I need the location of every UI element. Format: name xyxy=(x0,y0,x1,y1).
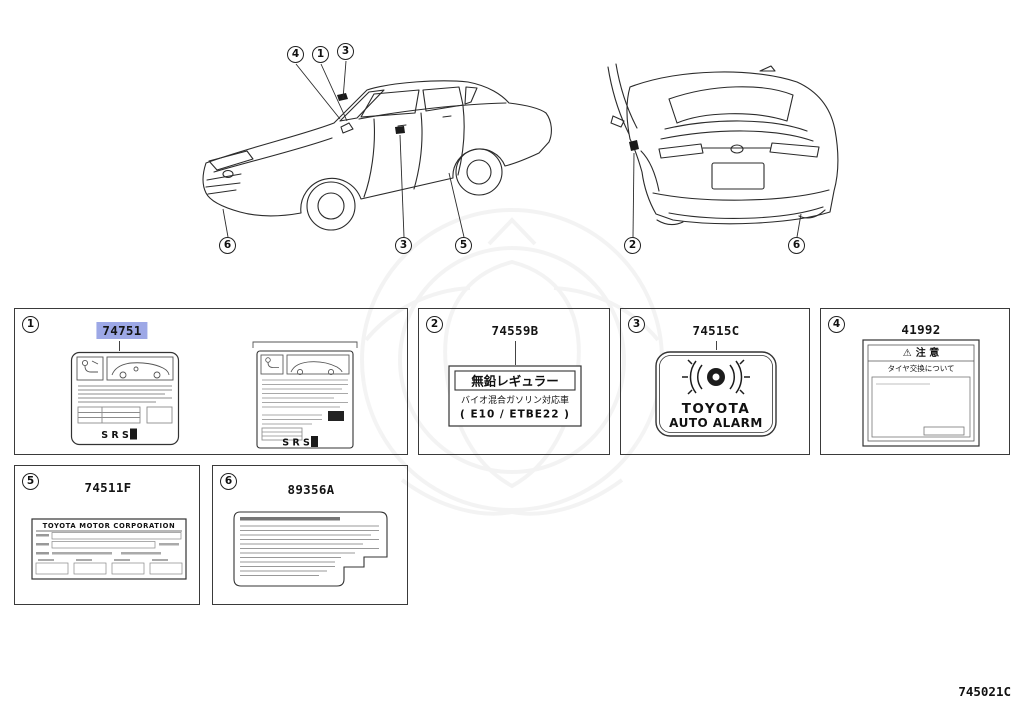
fine-print-lines xyxy=(240,525,379,576)
callout-leader-lines xyxy=(222,60,802,238)
panel-5-callout-badge: 5 xyxy=(22,473,39,490)
warning-icon: ⚠ xyxy=(903,348,912,359)
airbag-pictograms xyxy=(260,354,350,376)
part-number-leader-line xyxy=(119,341,121,351)
airbag-symbol-icon xyxy=(311,436,318,447)
panel-1: 1 74751 S R S xyxy=(14,308,408,455)
srs-text: S R S xyxy=(101,430,129,441)
black-field xyxy=(328,411,344,421)
panel-1-callout-badge: 1 xyxy=(22,316,39,333)
panel-4-callout-badge: 4 xyxy=(828,316,845,333)
part-number-74559B[interactable]: 74559B xyxy=(491,323,539,338)
part-number-leader-line xyxy=(515,341,517,365)
label-title-bar xyxy=(240,517,340,521)
fold-bracket xyxy=(252,341,358,348)
caution-title-text: 注 意 xyxy=(916,346,939,359)
caution-title: ⚠ 注 意 xyxy=(903,346,939,359)
product-text: AUTO ALARM xyxy=(669,416,763,430)
panel-3-callout-badge: 3 xyxy=(628,316,645,333)
brand-text: TOYOTA xyxy=(682,401,751,417)
fuel-caution-label: 無鉛レギュラー バイオ混合ガソリン対応車 ( E10 / ETBE22 ) xyxy=(448,365,582,427)
caution-subtitle: タイヤ交換について xyxy=(887,363,954,373)
scene-callout-2[interactable]: 2 xyxy=(624,237,641,254)
certification-plate-label: TOYOTA MOTOR CORPORATION xyxy=(31,518,187,580)
car-front-three-quarter xyxy=(202,80,552,231)
fine-print-lines xyxy=(261,379,348,441)
panel-4: 4 41992 ⚠ 注 意 タイヤ交換について xyxy=(820,308,1010,455)
srs-airbag-label-large: S R S xyxy=(252,341,358,449)
tire-caution-label: ⚠ 注 意 タイヤ交換について xyxy=(862,339,980,447)
scene-callout-3-bottom[interactable]: 3 xyxy=(395,237,412,254)
srs-airbag-label-small: S R S xyxy=(70,351,180,446)
panel-5: 5 74511F TOYOTA MOTOR CORPORATION xyxy=(14,465,200,605)
inner-field xyxy=(923,426,965,436)
part-number-74751[interactable]: 74751 xyxy=(96,322,148,339)
siren-icon xyxy=(682,359,750,395)
panel-2-callout-badge: 2 xyxy=(426,316,443,333)
scene-callout-5[interactable]: 5 xyxy=(455,237,472,254)
part-number-74515C[interactable]: 74515C xyxy=(692,323,740,338)
plate-header-text: TOYOTA MOTOR CORPORATION xyxy=(43,522,176,530)
airbag-symbol-icon xyxy=(130,428,137,440)
scene-callout-6-left[interactable]: 6 xyxy=(219,237,236,254)
fuel-compat-text: バイオ混合ガソリン対応車 xyxy=(461,394,569,406)
plate-option-boxes xyxy=(35,559,183,575)
panel-6: 6 89356A xyxy=(212,465,408,605)
fuel-spec-text: ( E10 / ETBE22 ) xyxy=(460,409,570,421)
fine-print-lines xyxy=(77,385,173,424)
info-caution-label xyxy=(233,511,388,587)
srs-text: S R S xyxy=(282,438,310,449)
car-rear-view xyxy=(607,63,839,226)
diagram-code: 745021C xyxy=(958,684,1011,699)
scene-callout-4[interactable]: 4 xyxy=(287,46,304,63)
panel-2: 2 74559B 無鉛レギュラー バイオ混合ガソリン対応車 ( E10 / ET… xyxy=(418,308,610,455)
part-number-74511F[interactable]: 74511F xyxy=(84,480,132,495)
scene-callout-1[interactable]: 1 xyxy=(312,46,329,63)
label-position-markers xyxy=(337,93,639,151)
fuel-grade-text: 無鉛レギュラー xyxy=(471,374,559,389)
scene-callout-6-right[interactable]: 6 xyxy=(788,237,805,254)
panel-3: 3 74515C TOYOTA AUTO ALARM xyxy=(620,308,810,455)
panel-6-callout-badge: 6 xyxy=(220,473,237,490)
airbag-pictograms xyxy=(76,356,174,381)
part-number-89356A[interactable]: 89356A xyxy=(287,482,335,497)
plate-fields xyxy=(36,532,182,555)
scene-callout-3-top[interactable]: 3 xyxy=(337,43,354,60)
part-number-leader-line xyxy=(716,341,718,350)
part-number-41992[interactable]: 41992 xyxy=(901,322,941,337)
auto-alarm-label: TOYOTA AUTO ALARM xyxy=(655,351,777,437)
